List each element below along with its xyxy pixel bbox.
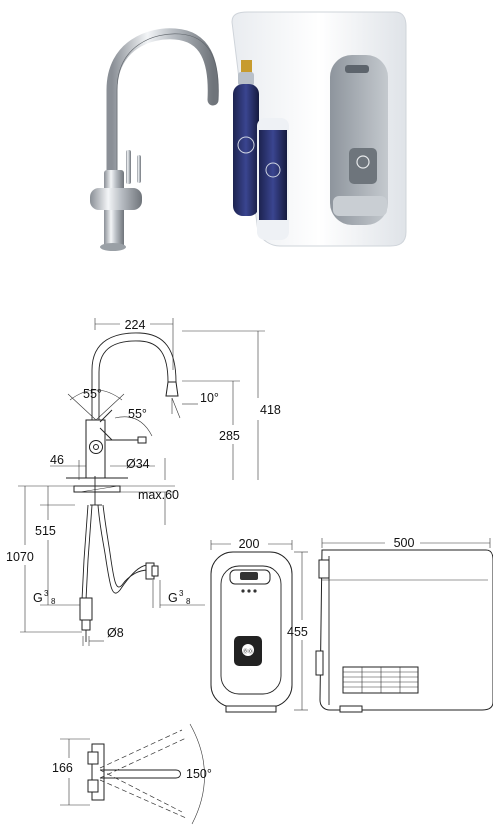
dim-thread-left: G 3 8 xyxy=(33,589,56,606)
svg-text:G: G xyxy=(33,591,43,605)
dim-base-diameter: Ø34 xyxy=(126,457,150,471)
dim-shank-length: 515 xyxy=(35,524,56,538)
dim-thread-right: G 3 8 xyxy=(168,589,191,606)
svg-text:8: 8 xyxy=(186,597,191,606)
dim-angle-left: 55° xyxy=(83,387,102,401)
svg-text:3: 3 xyxy=(179,589,184,598)
svg-text:8: 8 xyxy=(51,597,56,606)
dim-total-height: 418 xyxy=(260,403,281,417)
co2-bottle-photo xyxy=(233,60,259,216)
faucet-photo xyxy=(90,28,219,251)
dim-unit-width: 200 xyxy=(239,537,260,551)
unit-front-drawing: ⒷⓄ 200 xyxy=(210,537,293,713)
unit-badge-text: ⒷⓄ xyxy=(243,648,253,655)
faucet-dimension-drawing: 224 418 285 55° 55° 10° 46 Ø34 max.60 xyxy=(6,318,281,646)
dim-spout-tilt: 10° xyxy=(200,391,219,405)
dim-unit-height: 455 xyxy=(287,625,308,639)
unit-side-drawing: 500 455 xyxy=(287,536,493,713)
svg-text:3: 3 xyxy=(44,589,49,598)
dim-max-deck: max.60 xyxy=(138,488,179,502)
dim-swivel-offset: 166 xyxy=(52,761,73,775)
dim-spout-height: 285 xyxy=(219,429,240,443)
dim-lever-offset: 46 xyxy=(50,453,64,467)
dim-hose-diameter: Ø8 xyxy=(107,626,124,640)
dim-angle-right: 55° xyxy=(128,407,147,421)
swivel-top-drawing: 150° 166 xyxy=(52,723,212,825)
dim-swivel-angle: 150° xyxy=(186,767,212,781)
dim-hose-length: 1070 xyxy=(6,550,34,564)
dim-unit-depth: 500 xyxy=(394,536,415,550)
filter-cartridge-photo xyxy=(257,118,289,240)
svg-text:G: G xyxy=(168,591,178,605)
dim-spout-reach: 224 xyxy=(125,318,146,332)
